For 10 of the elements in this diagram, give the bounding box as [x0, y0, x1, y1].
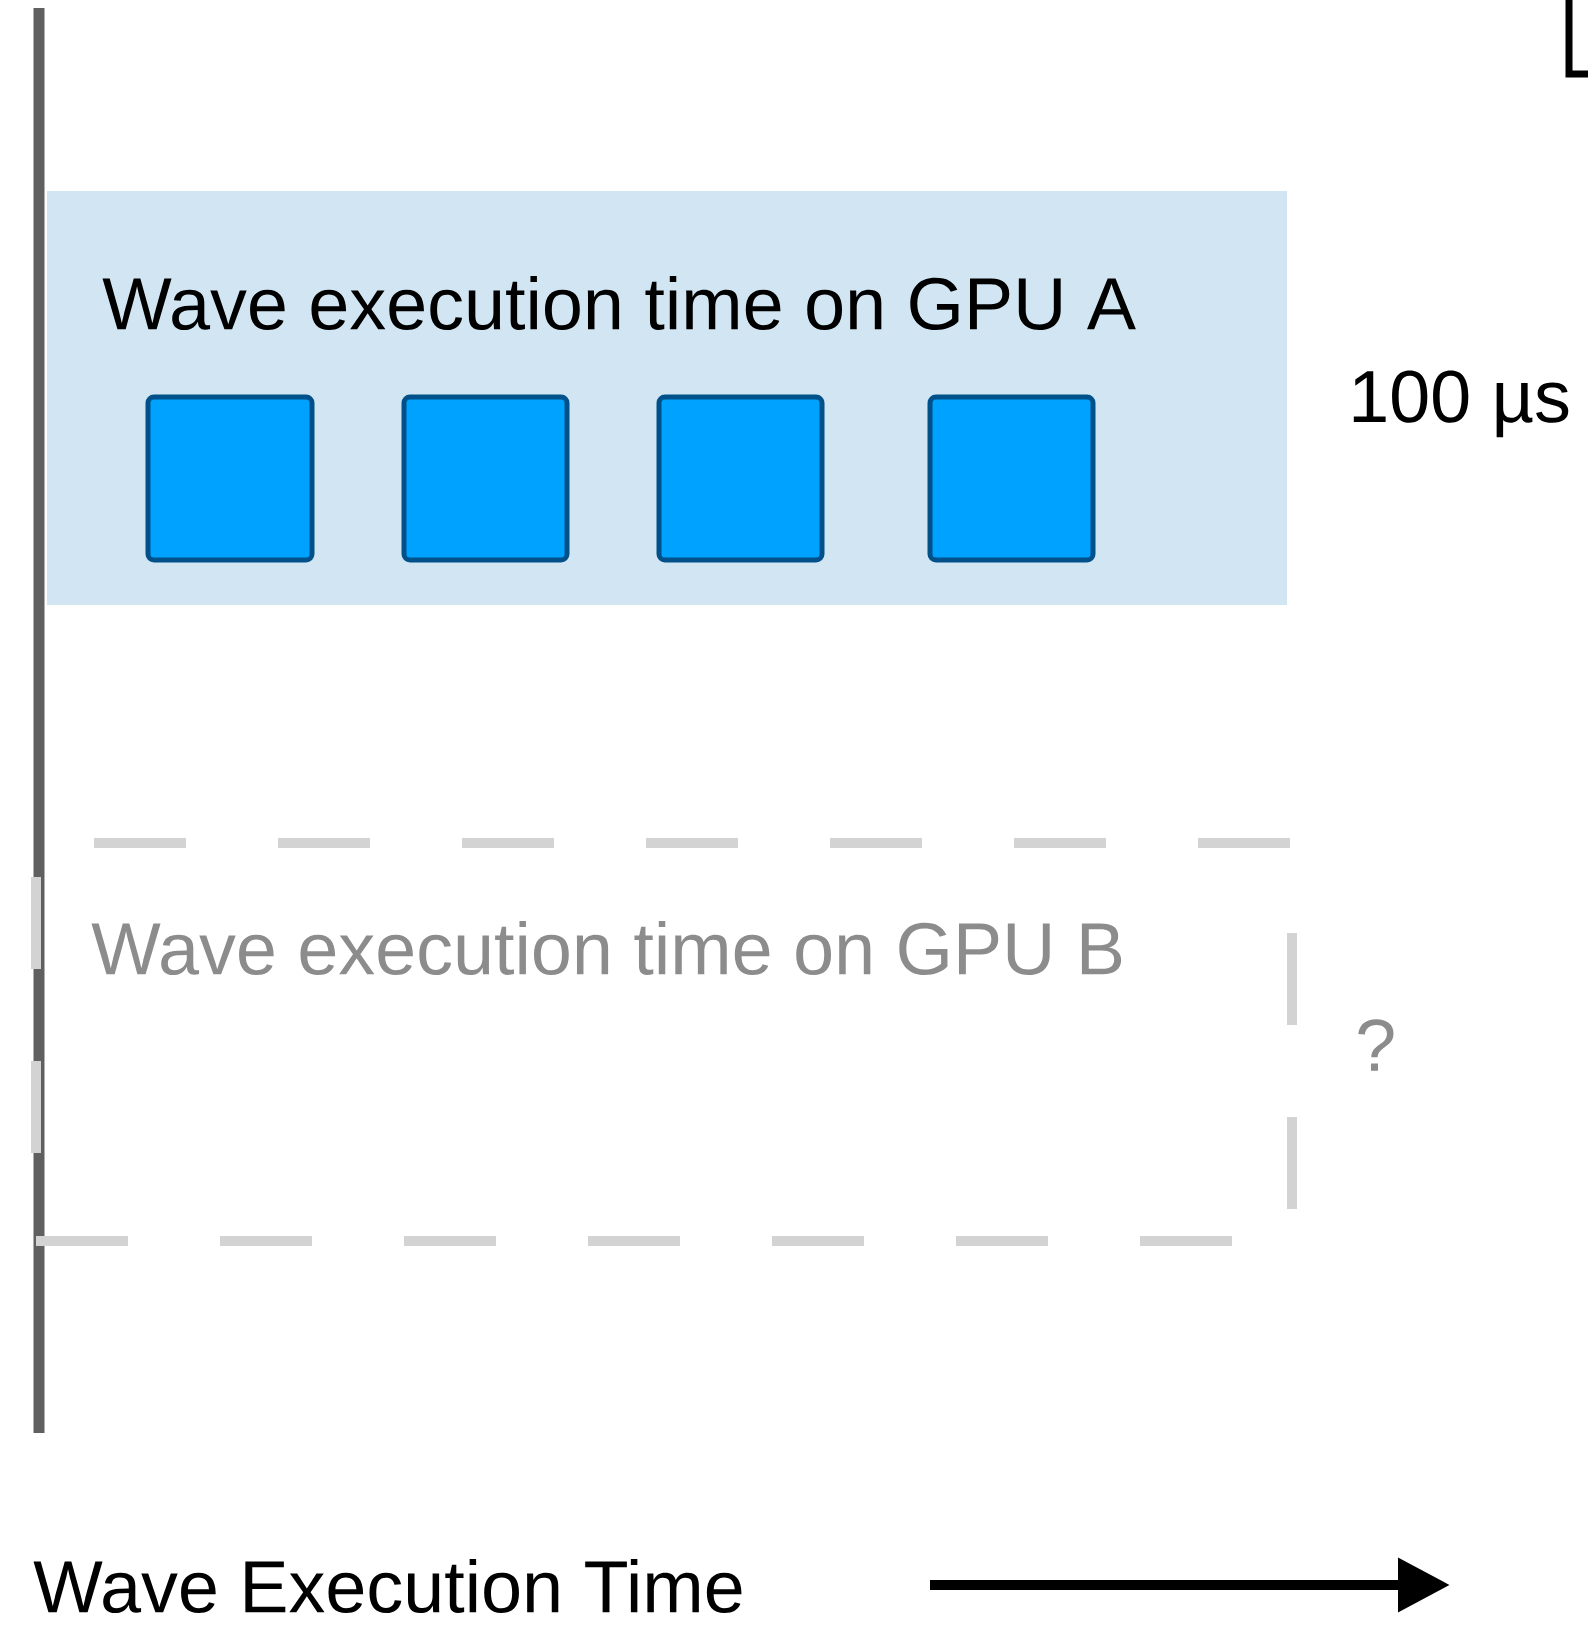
- band-title: Wave execution time on GPU A: [102, 275, 1136, 331]
- wave-square: [656, 394, 825, 563]
- duration-label: ?: [1358, 1019, 1394, 1071]
- wave-square: [145, 394, 315, 563]
- band-title: Wave execution time on GPU B: [91, 920, 1122, 976]
- wave-square: [401, 394, 570, 563]
- axis-label: Wave Execution Time: [33, 1558, 742, 1614]
- wave-square: [927, 394, 1096, 563]
- duration-label: 100 µs: [1353, 370, 1569, 438]
- dashed-time-band: [31, 838, 1297, 1246]
